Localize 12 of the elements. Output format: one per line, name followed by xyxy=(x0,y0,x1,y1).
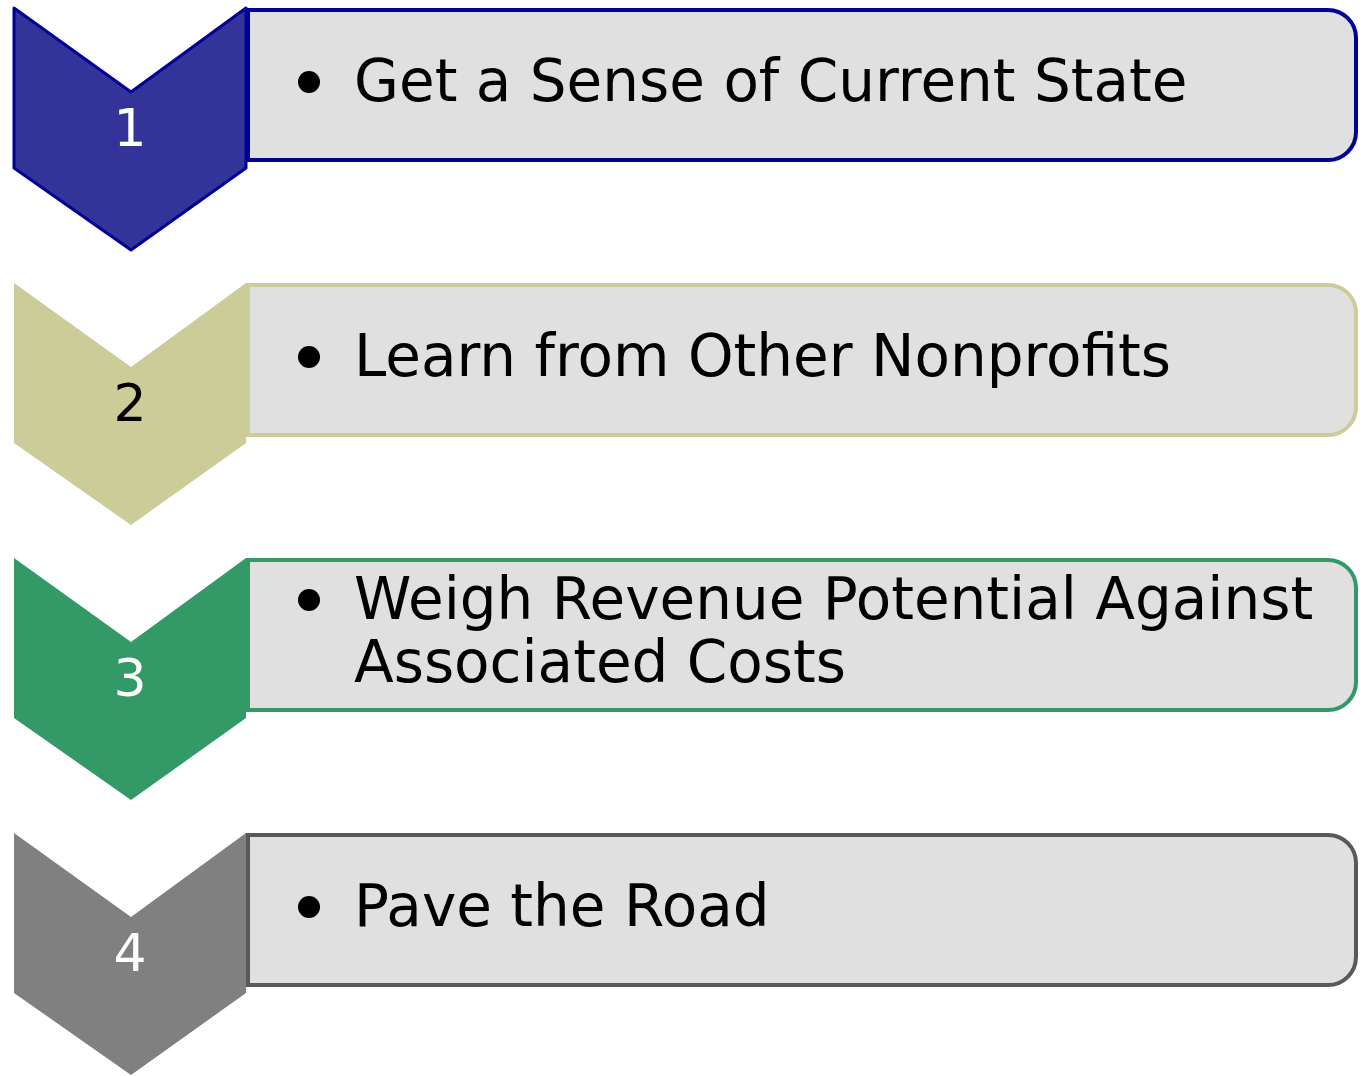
step-box xyxy=(246,833,1358,987)
step-text: Get a Sense of Current State xyxy=(354,49,1189,113)
step-box xyxy=(246,558,1358,712)
step-number: 2 xyxy=(112,373,148,433)
step-box xyxy=(246,283,1358,437)
step-number: 4 xyxy=(112,923,148,983)
step-number: 3 xyxy=(112,648,148,708)
step-number: 1 xyxy=(112,98,148,158)
step-box xyxy=(246,8,1358,162)
step-text: Weigh Revenue Potential Against Associated Costs xyxy=(354,568,1315,694)
step-text: Learn from Other Nonprofits xyxy=(354,324,1173,388)
step-text: Pave the Road xyxy=(354,874,771,938)
